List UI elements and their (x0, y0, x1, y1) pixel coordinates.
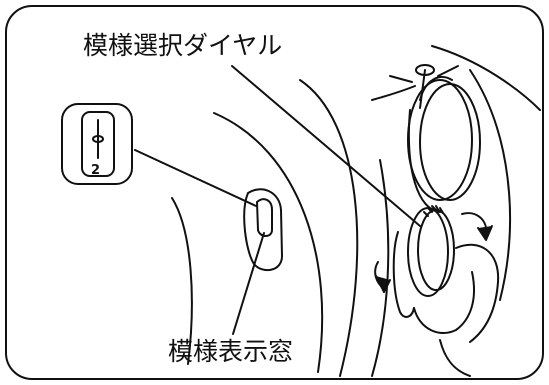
inset-window (81, 111, 115, 177)
inset-frame (61, 103, 133, 185)
spindle-left (389, 75, 413, 83)
right-edge-curve (469, 69, 511, 301)
pattern-dial-label: 模様選択ダイヤル (83, 31, 283, 60)
top-curve (431, 45, 541, 111)
body-curve-right (371, 159, 390, 377)
hand-thumb (413, 271, 476, 335)
inset-leader (134, 149, 257, 207)
pattern-dial-ticks (423, 205, 444, 217)
hand-finger (392, 231, 415, 318)
dial-leader (231, 65, 421, 227)
hand-wheel (419, 83, 481, 201)
spindle-right (437, 65, 459, 77)
rotation-arrow-top-head (477, 225, 493, 241)
pattern-window-label: 模様表示窓 (168, 337, 294, 366)
hand-palm (455, 243, 500, 343)
body-curve-front (299, 79, 359, 377)
inset-pattern-number: 2 (91, 163, 101, 178)
hand-wheel-back (407, 79, 473, 201)
outer-frame (5, 5, 544, 380)
spindle-arm (371, 85, 416, 101)
pattern-window-opening (256, 198, 273, 237)
window-leader (232, 232, 265, 335)
inset-stitch-dot (92, 135, 104, 143)
rotation-arrow-bottom-head (375, 275, 391, 293)
body-curve-mid (213, 112, 324, 373)
hand-wheel-side (407, 109, 441, 213)
body-curve-left (171, 197, 193, 365)
spindle-post (419, 69, 426, 109)
pattern-window-bezel (243, 188, 283, 272)
hand-wrist (439, 339, 471, 377)
